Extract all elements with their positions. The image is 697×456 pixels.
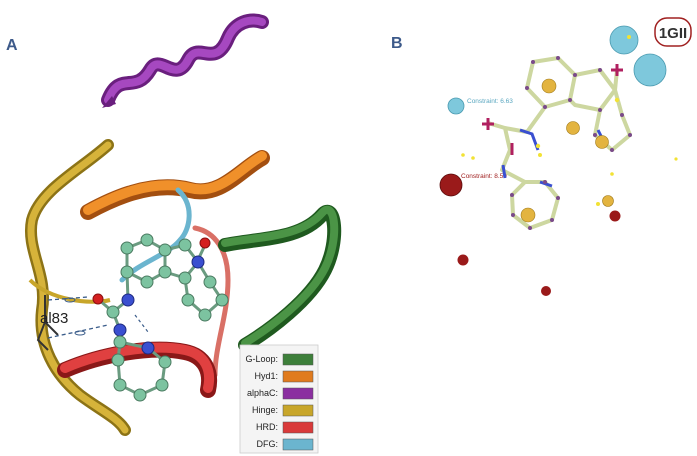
val83-residue-stick — [36, 295, 59, 351]
svg-text:HRD:: HRD: — [256, 422, 278, 432]
legend-item-hyd1: Hyd1: — [254, 370, 314, 383]
residue-label-val83: al83 — [40, 310, 68, 327]
legend-item-g-loop: G-Loop: — [245, 353, 314, 366]
dfg-loop — [119, 187, 192, 283]
hydrophobic-features — [520, 78, 614, 223]
hyd1-ribbon — [80, 150, 270, 220]
svg-text:Hyd1:: Hyd1: — [254, 371, 278, 381]
hinge-ribbon — [24, 139, 131, 436]
acceptor-features — [439, 173, 621, 296]
constraint-label-acceptor: Constraint: 8.59 — [461, 173, 507, 180]
pharmacophore-panel: 1GII Constraint: 6.63 Constraint: 8.59 — [439, 17, 692, 296]
panel-a-label: A — [6, 37, 18, 54]
legend-item-hrd: HRD: — [256, 421, 314, 434]
svg-text:alphaC:: alphaC: — [247, 388, 278, 398]
svg-text:G-Loop:: G-Loop: — [245, 354, 278, 364]
pdb-id-badge: 1GII — [654, 17, 692, 47]
legend-item-alphac: alphaC: — [247, 387, 314, 400]
g-loop-ribbon — [218, 205, 342, 352]
alphac-helix-ribbon — [101, 13, 269, 108]
svg-text:DFG:: DFG: — [257, 439, 279, 449]
svg-text:Hinge:: Hinge: — [252, 405, 278, 415]
color-legend: G-Loop: Hyd1: alphaC: Hinge: HRD: DFG: — [239, 344, 319, 454]
protein-ribbon-panel: al83 — [24, 13, 342, 454]
pharmacophore-stick-highlights — [501, 128, 604, 188]
hydrogen-bonds — [47, 296, 149, 339]
salmon-loop — [192, 225, 231, 378]
pharmacophore-oxygen-marks — [482, 64, 623, 155]
hrd-ribbon — [57, 341, 217, 398]
donor-features — [447, 25, 667, 115]
ligand-atoms — [92, 233, 229, 402]
svg-text:1GII: 1GII — [659, 25, 687, 42]
legend-item-dfg: DFG: — [257, 438, 314, 451]
pharmacophore-small-points — [461, 35, 678, 206]
panel-b-label: B — [391, 35, 403, 52]
constraint-label-donor: Constraint: 6.63 — [467, 98, 513, 105]
pharmacophore-atom-dots — [510, 56, 632, 230]
legend-item-hinge: Hinge: — [252, 404, 314, 417]
